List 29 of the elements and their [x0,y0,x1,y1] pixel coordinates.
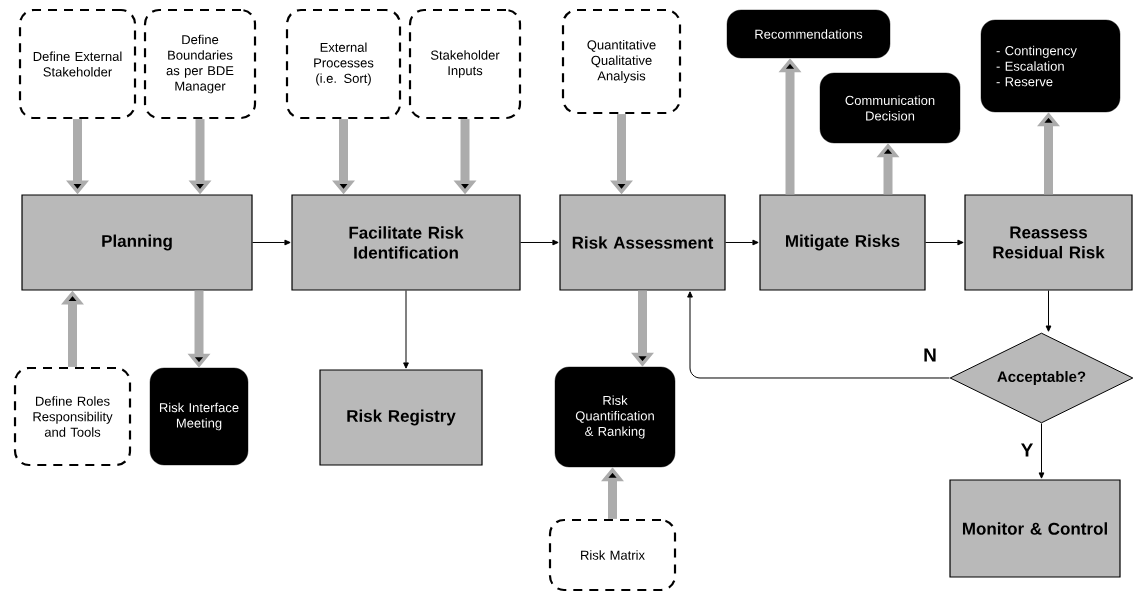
input-box: Define External Stakeholder [18,8,137,120]
process-box: Monitor & Control [949,479,1121,578]
output-box: - Contingency - Escalation - Reserve [980,19,1121,113]
process-box: Mitigate Risks [759,194,926,291]
process-box: Facilitate Risk Identification [291,194,521,291]
edge-label: N [922,347,938,363]
arrow [687,291,950,379]
arrow [1045,290,1052,332]
edge-label: Y [1019,442,1035,458]
arrow [252,239,291,246]
arrow [520,239,559,246]
input-box: Quantitative Qualitative Analysis [561,8,682,115]
arrow [725,239,759,246]
arrow [925,239,964,246]
output-box: Risk Quantification & Ranking [554,366,676,468]
input-box: Stakeholder Inputs [408,8,522,120]
input-box: Define Roles Responsibility and Tools [13,366,132,467]
output-box: Communication Decision [819,72,961,144]
process-box: Risk Assessment [559,194,726,291]
input-box: Define Boundaries as per BDE Manager [143,8,257,120]
output-box: Recommendations [726,9,891,59]
arrow [1038,423,1045,479]
process-box: Planning [21,194,253,291]
arrow [403,290,409,369]
input-box: Risk Matrix [548,518,677,592]
process-box: Risk Registry [319,369,483,466]
output-box: Risk Interface Meeting [149,367,249,466]
input-box: External Processes (i.e. Sort) [285,8,402,120]
process-box: Reassess Residual Risk [964,194,1133,291]
